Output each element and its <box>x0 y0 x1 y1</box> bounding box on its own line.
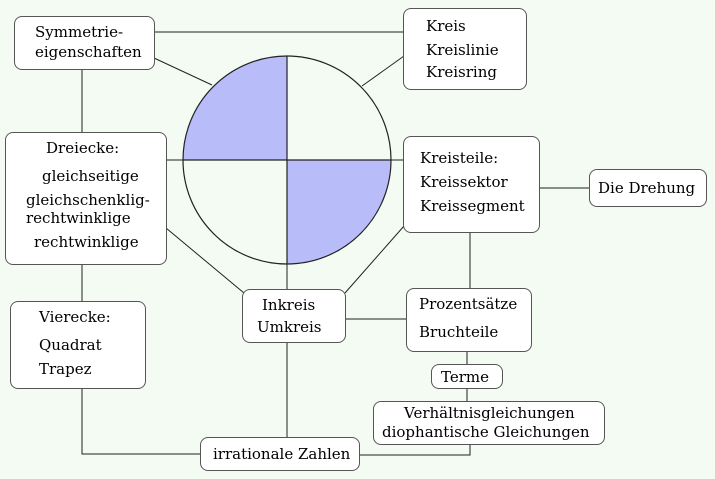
node-dreiecke-line-2: gleichseitige <box>42 167 139 185</box>
connector-irrational-verhaeltnis <box>359 444 471 456</box>
circle-quadrant-top-left <box>183 56 287 160</box>
node-prozent-line-1: Prozentsätze <box>419 295 518 313</box>
node-inkreis-line-2: Umkreis <box>257 318 322 336</box>
node-terme: Terme <box>431 364 503 389</box>
node-vierecke-line-1: Vierecke: <box>39 308 111 326</box>
connector-dreiecke-inkreis <box>165 227 245 294</box>
node-dreiecke-line-3: gleichschenklig- <box>26 191 150 209</box>
node-drehung: Die Drehung <box>589 169 707 207</box>
node-symmetrie: Symmetrie- eigenschaften <box>14 16 155 70</box>
node-symmetrie-line-2: eigenschaften <box>35 43 142 61</box>
node-prozent-line-2: Bruchteile <box>419 323 499 341</box>
node-dreiecke-line-4: rechtwinklige <box>26 209 131 227</box>
node-vierecke: Vierecke: Quadrat Trapez <box>10 301 146 389</box>
node-vierecke-line-2: Quadrat <box>39 336 102 354</box>
connector-vierecke-irrational <box>81 388 201 455</box>
node-irrational-line-1: irrationale Zahlen <box>213 445 351 463</box>
node-verhaeltnis-line-1: Verhältnisgleichungen <box>404 404 575 422</box>
node-drehung-line-1: Die Drehung <box>598 179 696 197</box>
connector-symmetrie-circle <box>153 57 213 86</box>
node-irrational: irrationale Zahlen <box>200 437 360 471</box>
node-verhaeltnis-line-2: diophantische Gleichungen <box>382 423 590 441</box>
node-kreisteile-line-2: Kreissektor <box>420 173 508 191</box>
node-kreis-line-2: Kreislinie <box>426 41 499 59</box>
node-symmetrie-line-1: Symmetrie- <box>35 23 124 41</box>
connector-kreis-circle <box>361 55 405 87</box>
circle-figure <box>182 55 392 265</box>
node-dreiecke-line-5: rechtwinklige <box>34 233 139 251</box>
node-inkreis: Inkreis Umkreis <box>242 289 346 343</box>
node-inkreis-line-1: Inkreis <box>262 296 316 314</box>
node-prozent: Prozentsätze Bruchteile <box>406 288 532 352</box>
node-kreisteile-line-3: Kreissegment <box>420 197 525 215</box>
node-vierecke-line-3: Trapez <box>39 360 92 378</box>
node-kreisteile: Kreisteile: Kreissektor Kreissegment <box>403 136 540 233</box>
node-terme-line-1: Terme <box>441 368 489 386</box>
circle-quadrant-bottom-right <box>287 160 391 264</box>
node-dreiecke: Dreiecke: gleichseitige gleichschenklig-… <box>5 132 167 265</box>
node-kreis: Kreis Kreislinie Kreisring <box>403 8 527 90</box>
node-dreiecke-line-1: Dreiecke: <box>46 139 120 157</box>
node-kreisteile-line-1: Kreisteile: <box>420 149 499 167</box>
node-kreis-line-1: Kreis <box>426 17 466 35</box>
connector-kreisteile-inkreis <box>344 225 405 294</box>
node-verhaeltnis: Verhältnisgleichungen diophantische Glei… <box>373 401 605 445</box>
node-kreis-line-3: Kreisring <box>426 63 497 81</box>
